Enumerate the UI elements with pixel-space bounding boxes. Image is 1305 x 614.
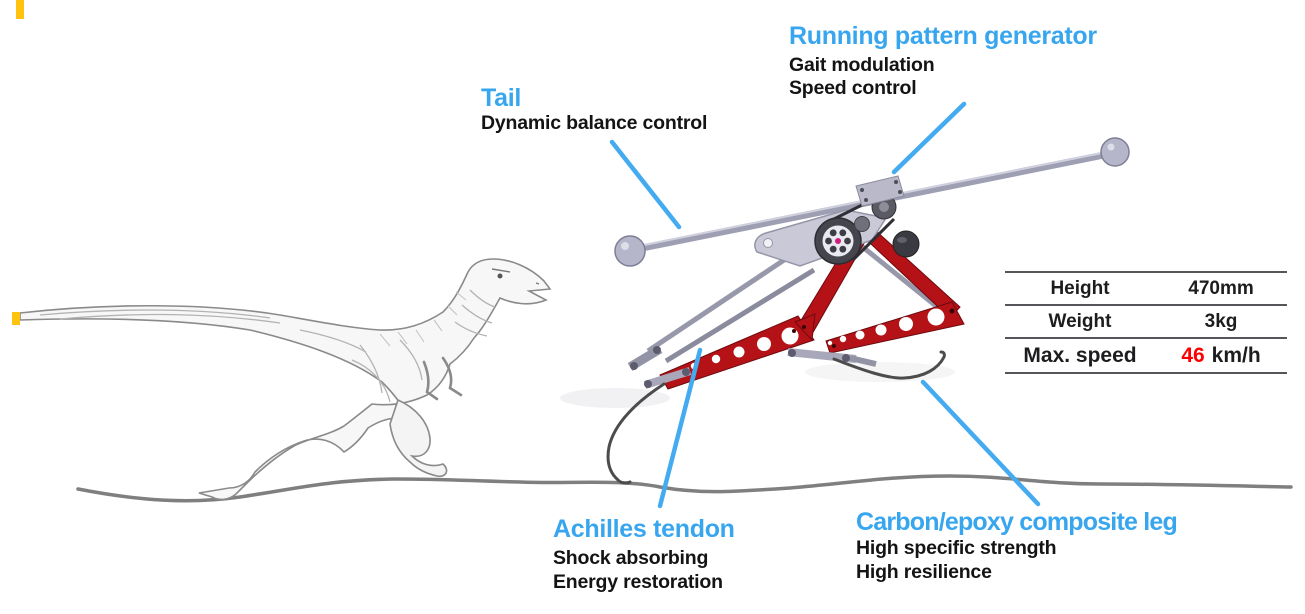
spec-label-max-speed: Max. speed — [1023, 343, 1137, 367]
callout-composite-leg: Carbon/epoxy composite leg High specific… — [856, 508, 1178, 584]
callout-achilles-line: Energy restoration — [553, 571, 723, 593]
robot-illustration — [560, 137, 1130, 485]
callout-composite-leg-line: High specific strength — [856, 537, 1057, 559]
spec-label-weight: Weight — [1048, 310, 1112, 332]
accent-marker-left — [12, 312, 20, 325]
callout-achilles-line: Shock absorbing — [553, 547, 709, 569]
callout-rpg-title: Running pattern generator — [789, 22, 1097, 50]
tail-counterweight-left — [614, 235, 646, 267]
callout-tail-line: Dynamic balance control — [481, 112, 708, 134]
foot-wires — [606, 350, 946, 485]
accent-bar-top — [16, 0, 24, 19]
spec-value-height: 470mm — [1188, 277, 1254, 299]
ground-line — [76, 474, 1293, 503]
motor — [892, 230, 920, 258]
callout-line-tail — [609, 139, 682, 230]
callout-rpg-line: Gait modulation — [789, 54, 935, 76]
spec-value-weight: 3kg — [1204, 310, 1238, 332]
callout-composite-leg-line: High resilience — [856, 561, 992, 583]
robot-shadow — [560, 388, 670, 408]
callout-running-pattern-generator: Running pattern generator Gait modulatio… — [789, 22, 1097, 100]
spec-value-max-speed-number: 46 — [1181, 343, 1205, 367]
callout-line-achilles — [657, 347, 703, 509]
dinosaur-sketch — [19, 258, 552, 501]
robot-shadow — [805, 362, 955, 382]
callout-line-running-pattern — [891, 101, 967, 175]
pulley-hub — [835, 238, 841, 244]
tail-counterweight-right — [1100, 137, 1130, 167]
gear-assembly — [754, 175, 920, 267]
spec-row-height: Height 470mm — [1005, 271, 1287, 304]
callout-line-composite-leg — [920, 379, 1041, 507]
callout-tail: Tail Dynamic balance control — [481, 84, 707, 135]
ankle-fittings — [643, 348, 877, 389]
callout-lines — [609, 101, 1041, 509]
tail-mount-bracket — [855, 175, 905, 207]
spec-value-max-speed-unit: km/h — [1211, 343, 1261, 367]
spec-row-weight: Weight 3kg — [1005, 304, 1287, 337]
spec-label-height: Height — [1050, 277, 1110, 299]
linkage-rods — [627, 238, 948, 371]
callout-composite-leg-title: Carbon/epoxy composite leg — [856, 508, 1178, 536]
callout-tail-title: Tail — [481, 84, 522, 112]
callout-achilles-title: Achilles tendon — [553, 515, 735, 543]
callout-achilles-tendon: Achilles tendon Shock absorbing Energy r… — [553, 515, 735, 594]
callout-rpg-line: Speed control — [789, 77, 917, 99]
